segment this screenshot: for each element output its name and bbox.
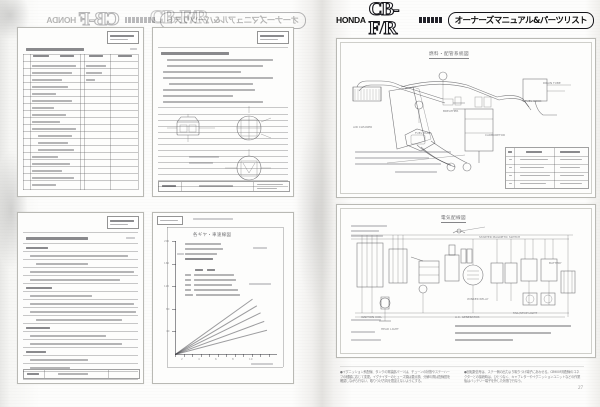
chart-title: 各ギヤ・車速線図 bbox=[193, 233, 232, 238]
notes-heading bbox=[161, 52, 229, 55]
wiring-schematic bbox=[351, 226, 576, 322]
table-heading-1 bbox=[26, 48, 84, 51]
label-battery: BATTERY bbox=[549, 261, 562, 265]
label-air-cleaner: AIR CLEANER bbox=[353, 125, 373, 129]
panel3-footer-block bbox=[23, 369, 140, 379]
chart-gear-table bbox=[185, 269, 245, 299]
right-page-header: HONDA CB-F/R オーナーズマニュアル&パーツリスト bbox=[336, 0, 594, 39]
label-head-light: HEAD LIGHT bbox=[381, 327, 399, 331]
brand-logo: HONDA bbox=[336, 15, 366, 25]
ghost-header-left-page-secondary: CB-F/R bbox=[149, 7, 208, 29]
ghost-model-title-2: CB-F/R bbox=[149, 7, 208, 28]
panel-gear-speed-chart: 各ギヤ・車速線図 200 bbox=[152, 212, 294, 384]
chart-y-axis bbox=[175, 241, 176, 354]
label-tail-stop-light: TAIL/STOP LIGHT bbox=[513, 311, 538, 315]
table-title-block-1 bbox=[107, 31, 139, 44]
panel-connector-diagram-upper-right bbox=[152, 27, 294, 197]
panel-wiring-diagram: 電気配線図 bbox=[336, 204, 596, 358]
table-title-block-4 bbox=[157, 216, 183, 225]
label-breather: BREATHER bbox=[443, 109, 459, 113]
chart-legend-label bbox=[249, 283, 271, 286]
chart-annotation-table bbox=[177, 243, 235, 263]
label-winker-relay: WINKER RELAY bbox=[467, 297, 489, 301]
panel-notes-lower-left bbox=[17, 212, 144, 384]
label-fuel-cock: FUEL COCK bbox=[525, 99, 542, 103]
table-title-block-3 bbox=[107, 216, 139, 229]
footer-caption-left: ●イグニッション系配線、タンクの電装部パーツは、チューンの状態やステーハーフの種… bbox=[340, 370, 451, 384]
panel-fuel-routing-diagram: 燃料・配管系統図 bbox=[336, 38, 596, 198]
subtitle-badge: オーナーズマニュアル&パーツリスト bbox=[447, 11, 594, 29]
fuel-diagram-title: 燃料・配管系統図 bbox=[429, 52, 469, 59]
table-title-block-2 bbox=[257, 31, 289, 44]
connector-plug-front-view bbox=[167, 114, 215, 142]
label-ac-generator: A.C. GENERATOR bbox=[455, 315, 480, 319]
label-ignition-coil: IGNITION COIL bbox=[361, 315, 382, 319]
header-rule-icon bbox=[418, 17, 443, 23]
fuel-routing-schematic bbox=[352, 71, 571, 172]
chart-series-1st bbox=[175, 329, 268, 355]
label-drain-tube: DRAIN TUBE bbox=[543, 81, 561, 85]
label-carburetor: CARBURETOR bbox=[485, 133, 505, 137]
coupler-terminal-layout-2 bbox=[225, 149, 271, 181]
page-number: 27 bbox=[578, 386, 583, 391]
ghost-brand: HONDA bbox=[46, 15, 77, 25]
coupler-terminal-layout-1 bbox=[236, 106, 272, 141]
label-starter-magnetic-switch: STARTER MAGNETIC SWITCH bbox=[479, 235, 521, 239]
chart-plot-area: 200 160 120 80 40 2 4 6 8 10 bbox=[164, 239, 279, 366]
model-title: CB-F/R bbox=[368, 0, 400, 39]
ghost-model-title: CB-F bbox=[79, 8, 120, 30]
label-fuel-tank: FUEL TANK bbox=[415, 131, 431, 135]
chart-top-note bbox=[253, 247, 267, 250]
chart-x-axis-label bbox=[251, 363, 273, 366]
wiring-legend-note bbox=[455, 325, 571, 328]
spec-table-rows bbox=[23, 61, 138, 190]
fuel-parts-table bbox=[505, 147, 589, 189]
footer-caption-right: ●回転数信号は、ステー側の出力より取りつけ端子にあわせる。CB900F用配線のコ… bbox=[464, 370, 581, 384]
notes-lower-heading bbox=[26, 237, 88, 240]
panel-spec-table-upper-left bbox=[17, 27, 144, 197]
panel2-footer-block bbox=[158, 181, 290, 192]
wiring-diagram-title: 電気配線図 bbox=[441, 216, 466, 223]
